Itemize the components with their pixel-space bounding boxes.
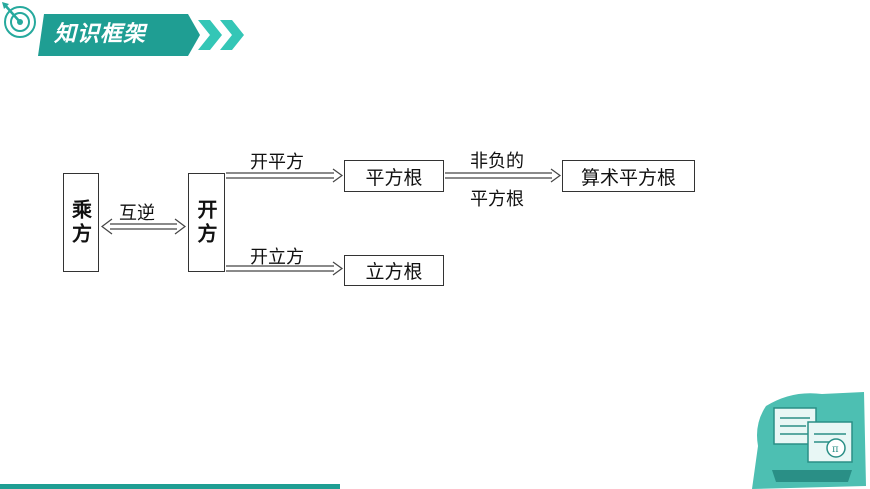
node-square-root: 平方根 — [344, 160, 444, 192]
node-multiply: 乘方 — [63, 173, 99, 272]
open-cube-double-arrow — [226, 261, 344, 276]
edge-label-non-negative-1: 非负的 — [470, 151, 524, 172]
edge-label-open-square: 开平方 — [250, 152, 304, 173]
bottom-accent-strip — [0, 484, 340, 489]
non-negative-double-arrow — [445, 168, 562, 183]
inverse-double-arrow — [101, 218, 186, 235]
svg-text:π: π — [832, 444, 839, 455]
edge-label-open-cube: 开立方 — [250, 247, 304, 268]
target-logo-icon — [2, 2, 36, 38]
open-square-double-arrow — [226, 168, 344, 183]
section-title: 知识框架 — [54, 22, 147, 47]
section-banner — [38, 14, 244, 56]
node-arithmetic-square-root: 算术平方根 — [562, 160, 695, 192]
node-root-extraction: 开方 — [188, 173, 225, 272]
edge-label-non-negative-2: 平方根 — [470, 189, 524, 210]
edge-label-inverse: 互逆 — [119, 203, 155, 224]
math-decoration-icon: π — [752, 392, 866, 489]
node-cube-root: 立方根 — [344, 255, 444, 286]
